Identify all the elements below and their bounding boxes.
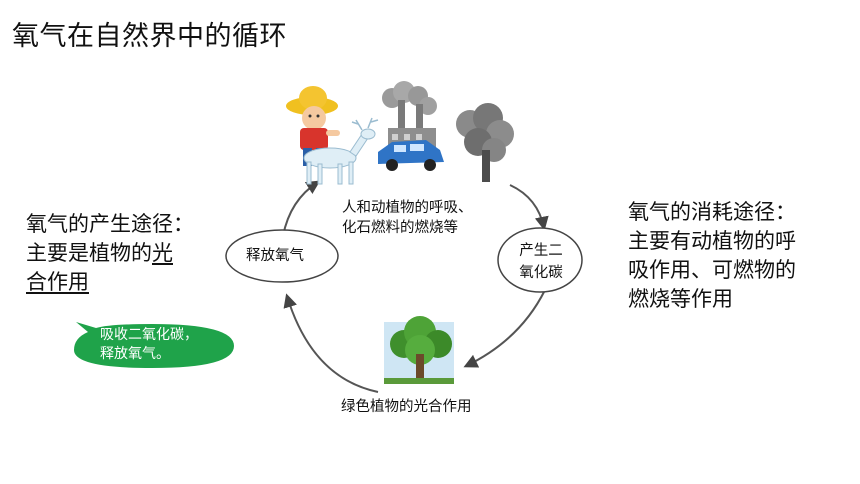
consumption-line4: 燃烧等作用 [628, 287, 733, 311]
burning-tree-icon [456, 103, 514, 182]
green-tree-icon [384, 316, 454, 384]
arrow-top-to-right [509, 184, 549, 231]
arrow-right-to-bottom [463, 289, 546, 368]
callout-bubble [74, 322, 234, 368]
release-oxygen-label: 释放氧气 [246, 248, 304, 264]
callout-line2: 释放氧气。 [100, 346, 170, 362]
cycle-top-caption: 人和动植物的呼吸、 化石燃料的燃烧等 [342, 198, 473, 238]
produce-co2-line1: 产生二 [519, 243, 563, 259]
page-title: 氧气在自然界中的循环 [12, 21, 287, 52]
production-line3: 合作用 [26, 270, 89, 294]
production-line2: 主要是植物的光 [26, 239, 226, 268]
cycle-top-line2: 化石燃料的燃烧等 [342, 220, 458, 236]
consumption-line3: 吸作用、可燃物的 [628, 258, 796, 282]
cycle-top-line1: 人和动植物的呼吸、 [342, 200, 473, 216]
callout-text: 吸收二氧化碳， 释放氧气。 [100, 326, 198, 364]
production-line1: 氧气的产生途径： [26, 212, 194, 236]
factory-icon [382, 81, 437, 150]
photosynthesis-callout: 吸收二氧化碳， 释放氧气。 [66, 318, 238, 372]
oxygen-consumption-text: 氧气的消耗途径： 主要有动植物的呼 吸作用、可燃物的 燃烧等作用 [628, 198, 853, 314]
consumption-line1: 氧气的消耗途径： [628, 200, 796, 224]
photosynthesis-caption: 绿色植物的光合作用 [341, 399, 472, 415]
car-icon [378, 140, 444, 171]
arrow-left-to-top [282, 180, 321, 237]
produce-co2-node [497, 227, 583, 293]
production-line2-a: 主要是植物的 [26, 241, 152, 265]
deer-icon [303, 117, 379, 185]
produce-co2-line2: 氧化碳 [519, 265, 563, 281]
consumption-line2: 主要有动植物的呼 [628, 229, 796, 253]
produce-co2-label: 产生二 氧化碳 [519, 240, 563, 284]
production-line2-b: 光 [152, 241, 173, 265]
callout-line1: 吸收二氧化碳， [100, 327, 198, 343]
release-oxygen-node [225, 229, 339, 283]
arrow-bottom-to-left [283, 293, 379, 393]
oxygen-production-text: 氧气的产生途径： 主要是植物的光 合作用 [26, 210, 226, 297]
